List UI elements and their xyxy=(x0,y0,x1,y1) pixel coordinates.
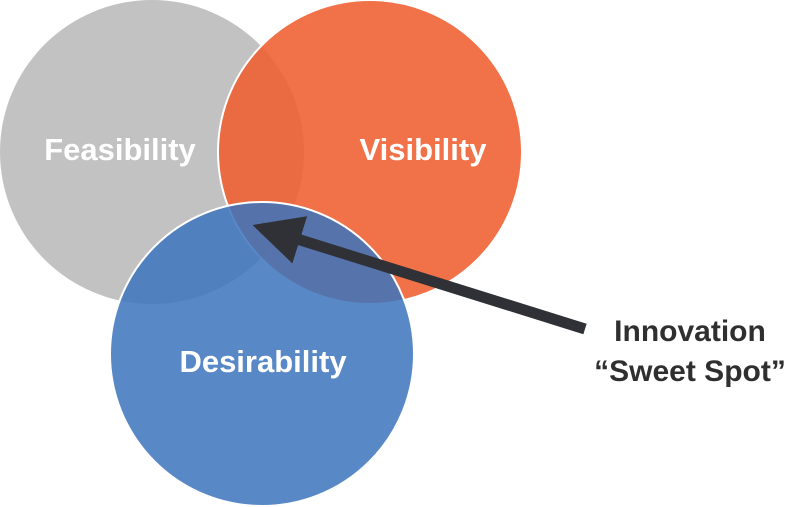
sweet-spot-callout: Innovation “Sweet Spot” xyxy=(580,312,800,392)
callout-line-2: “Sweet Spot” xyxy=(594,355,786,388)
desirability-circle xyxy=(109,201,415,507)
visibility-label: Visibility xyxy=(360,132,488,167)
callout-line-1: Innovation xyxy=(614,315,766,348)
desirability-label: Desirability xyxy=(179,344,347,379)
feasibility-label: Feasibility xyxy=(44,132,196,167)
sweet-spot-arrow xyxy=(252,216,587,335)
